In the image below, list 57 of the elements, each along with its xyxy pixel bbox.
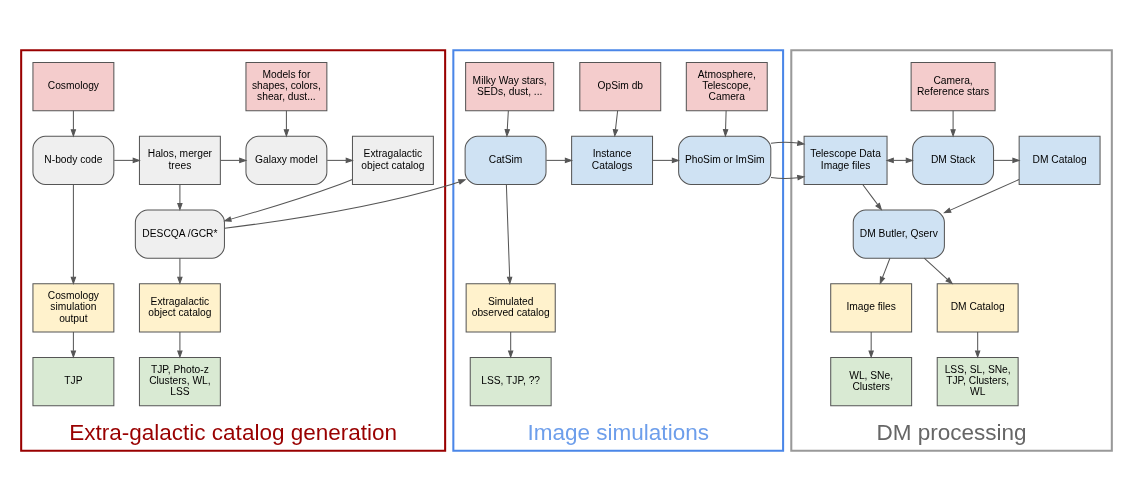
arrow <box>70 330 77 359</box>
arrow <box>224 178 467 229</box>
arrow <box>283 109 290 137</box>
node-box: LSS, TJP, ?? <box>469 356 552 406</box>
arrow <box>722 109 729 137</box>
arrow <box>770 139 806 181</box>
node-box: LSS, SL, SNe, TJP, Clusters, WL <box>936 356 1019 406</box>
node-box: Atmosphere, Telescope, Camera <box>685 61 768 111</box>
node-box: Milky Way stars, SEDs, dust, ... <box>465 61 555 111</box>
arrow <box>652 157 681 163</box>
node-box: DM Catalog <box>1018 135 1101 185</box>
node-box: N-body code <box>32 135 115 185</box>
arrow <box>507 330 514 359</box>
node-box: Extragalactic object catalog <box>138 282 221 332</box>
arrow <box>943 178 1020 213</box>
arrow <box>70 183 77 285</box>
arrow <box>505 183 513 285</box>
arrow <box>612 109 619 137</box>
node-box: Cosmology <box>32 61 115 111</box>
arrow <box>177 257 183 285</box>
node-box: Telescope Data Image files <box>803 135 888 185</box>
node-box: Camera, Reference stars <box>910 61 996 111</box>
node-box: DM Butler, Qserv <box>852 209 945 259</box>
arrow <box>879 257 891 285</box>
arrow <box>223 178 353 222</box>
arrow <box>950 109 956 137</box>
node-box: WL, SNe, Clusters <box>830 356 913 406</box>
node-box: OpSim db <box>579 61 662 111</box>
node-box: Halos, merger trees <box>138 135 221 185</box>
arrow <box>885 157 914 163</box>
node-box: PhoSim or ImSim <box>678 135 772 185</box>
arrow <box>923 257 954 285</box>
arrow <box>868 330 875 359</box>
node-box: DESCQA /GCR* <box>134 209 225 259</box>
node-box: TJP <box>32 356 115 406</box>
arrow <box>326 157 354 163</box>
node-box: CatSim <box>464 135 547 185</box>
arrow <box>177 183 183 211</box>
arrow <box>113 157 141 163</box>
arrow <box>504 109 511 137</box>
node-box: Galaxy model <box>245 135 328 185</box>
arrow <box>545 157 574 163</box>
node-box: DM Catalog <box>936 282 1019 332</box>
node-box: Models for shapes, colors, shear, dust... <box>245 61 328 111</box>
node-box: Simulated observed catalog <box>465 282 556 332</box>
arrow <box>220 157 248 163</box>
arrow <box>862 183 883 211</box>
node-box: Image files <box>830 282 913 332</box>
arrow <box>993 157 1021 163</box>
node-box: Extragalactic object catalog <box>351 135 434 185</box>
node-box: TJP, Photo-z Clusters, WL, LSS <box>138 356 221 406</box>
arrow <box>974 330 981 359</box>
arrow <box>70 109 77 137</box>
node-box: DM Stack <box>912 135 995 185</box>
node-box: Cosmology simulation output <box>32 282 115 332</box>
arrow <box>177 330 183 359</box>
node-box: Instance Catalogs <box>571 135 654 185</box>
